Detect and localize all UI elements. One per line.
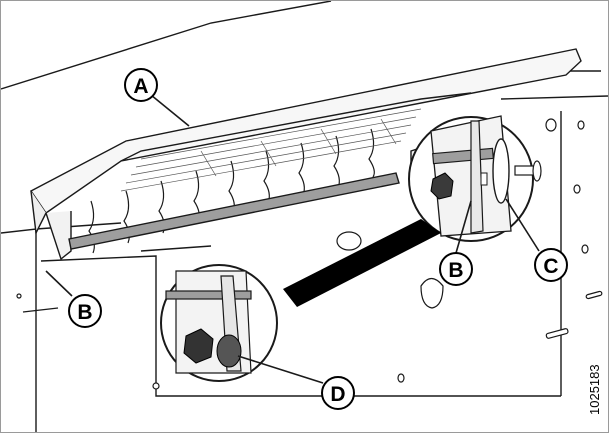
callout-b1-leader [45, 270, 73, 297]
callout-a-label: A [133, 75, 148, 98]
pivot-rod [68, 172, 400, 250]
callout-d-label: D [330, 383, 345, 406]
shield-mesh [120, 108, 422, 192]
callout-b2: B [439, 252, 473, 286]
callout-b1: B [68, 294, 102, 328]
callout-b2-leader [455, 200, 472, 254]
callout-leaders [45, 198, 540, 384]
callout-d-leader [237, 355, 324, 384]
callout-a-leader [150, 94, 190, 127]
figure-number: 1025183 [587, 364, 602, 415]
callout-a: A [124, 68, 158, 102]
detail-circle-upper [408, 115, 542, 242]
callout-d: D [321, 376, 355, 410]
callout-c-label: C [543, 255, 558, 278]
magnification-wedge [283, 219, 441, 307]
callout-c: C [534, 248, 568, 282]
callout-b1-label: B [77, 301, 92, 324]
callout-c-leader [505, 198, 540, 252]
shield-top-surface [29, 48, 582, 214]
callout-b2-label: B [448, 259, 463, 282]
detail-circle-lower [160, 264, 278, 382]
bolt-icon [514, 160, 542, 182]
